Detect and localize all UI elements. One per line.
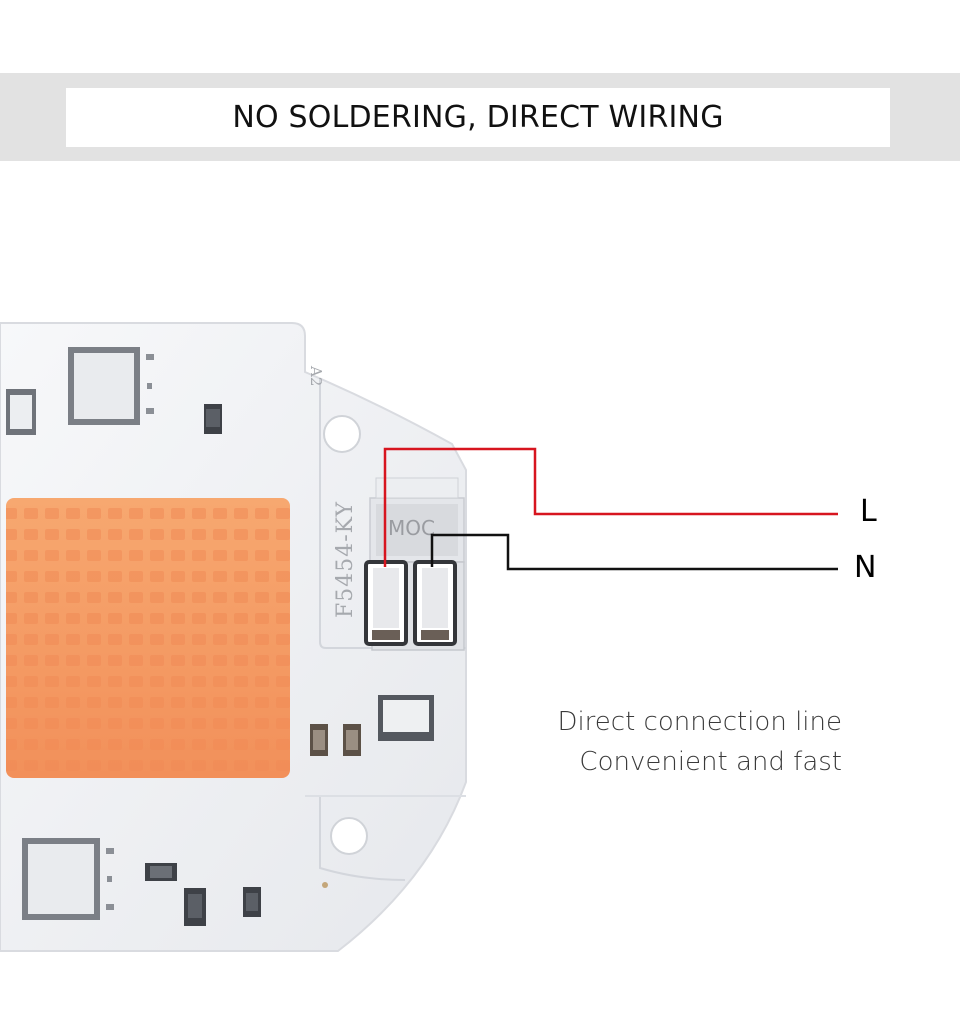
header-title: NO SOLDERING, DIRECT WIRING — [232, 100, 724, 135]
wire-label-live: L — [860, 494, 877, 529]
header-band: NO SOLDERING, DIRECT WIRING — [0, 73, 960, 161]
mounting-hole-bottom — [330, 817, 368, 855]
wire-live — [383, 447, 838, 567]
mounting-hole-top — [323, 415, 361, 453]
caption-line-1: Direct connection line — [557, 707, 842, 737]
corner-label: A2 — [307, 365, 325, 386]
terminal-mark: MOC — [388, 516, 435, 540]
silkscreen-label: F5454-KY — [333, 501, 358, 618]
wire-label-neutral: N — [854, 550, 877, 585]
terminal-block: MOC — [364, 477, 465, 651]
header-box: NO SOLDERING, DIRECT WIRING — [66, 88, 890, 147]
caption-line-2: Convenient and fast — [579, 747, 842, 777]
wire-neutral — [430, 533, 838, 571]
